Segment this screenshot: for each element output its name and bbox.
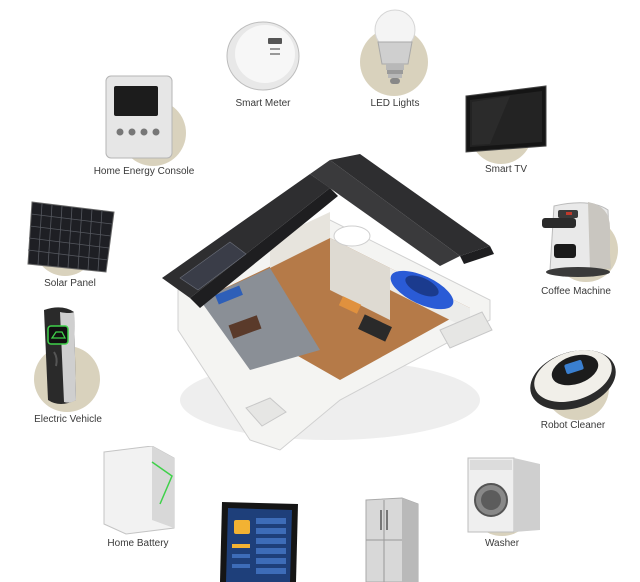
smart-tv-item: Smart TV — [460, 82, 552, 175]
washer-label: Washer — [484, 538, 520, 549]
tablet-icon — [210, 498, 304, 582]
led-bulb-icon — [350, 8, 440, 96]
solar-panel-label: Solar Panel — [44, 278, 96, 289]
home-energy-console-label: Home Energy Console — [93, 166, 195, 177]
ev-charger-icon — [30, 306, 106, 412]
home-energy-console-item: Home Energy Console — [92, 72, 196, 177]
smart-meter-label: Smart Meter — [235, 98, 291, 109]
solar-panel-item: Solar Panel — [22, 196, 118, 289]
smart-meter-item: Smart Meter — [218, 10, 308, 109]
smart-meter-icon — [218, 10, 308, 96]
home-battery-item: Home Battery — [96, 446, 180, 549]
robot-cleaner-icon — [525, 340, 621, 420]
tv-icon — [460, 82, 552, 164]
fridge-icon — [352, 496, 424, 582]
electric-vehicle-item: Electric Vehicle — [30, 306, 106, 425]
led-lights-label: LED Lights — [370, 98, 420, 109]
fridge-item — [352, 496, 424, 582]
washer-icon — [460, 456, 544, 536]
smart-house-illustration — [160, 150, 500, 460]
robot-cleaner-item: Robot Cleaner — [525, 340, 621, 431]
robot-cleaner-label: Robot Cleaner — [540, 420, 606, 431]
electric-vehicle-label: Electric Vehicle — [34, 414, 102, 425]
washer-item: Washer — [460, 456, 544, 549]
coffee-machine-item: Coffee Machine — [530, 198, 622, 297]
led-lights-item: LED Lights — [350, 8, 440, 109]
smart-tv-label: Smart TV — [484, 164, 528, 175]
coffee-machine-label: Coffee Machine — [541, 286, 611, 297]
energy-console-icon — [92, 72, 196, 166]
home-battery-icon — [96, 446, 180, 536]
coffee-machine-icon — [530, 198, 622, 284]
home-battery-label: Home Battery — [107, 538, 169, 549]
solar-panel-icon — [22, 196, 118, 276]
tablet-item — [210, 498, 304, 582]
